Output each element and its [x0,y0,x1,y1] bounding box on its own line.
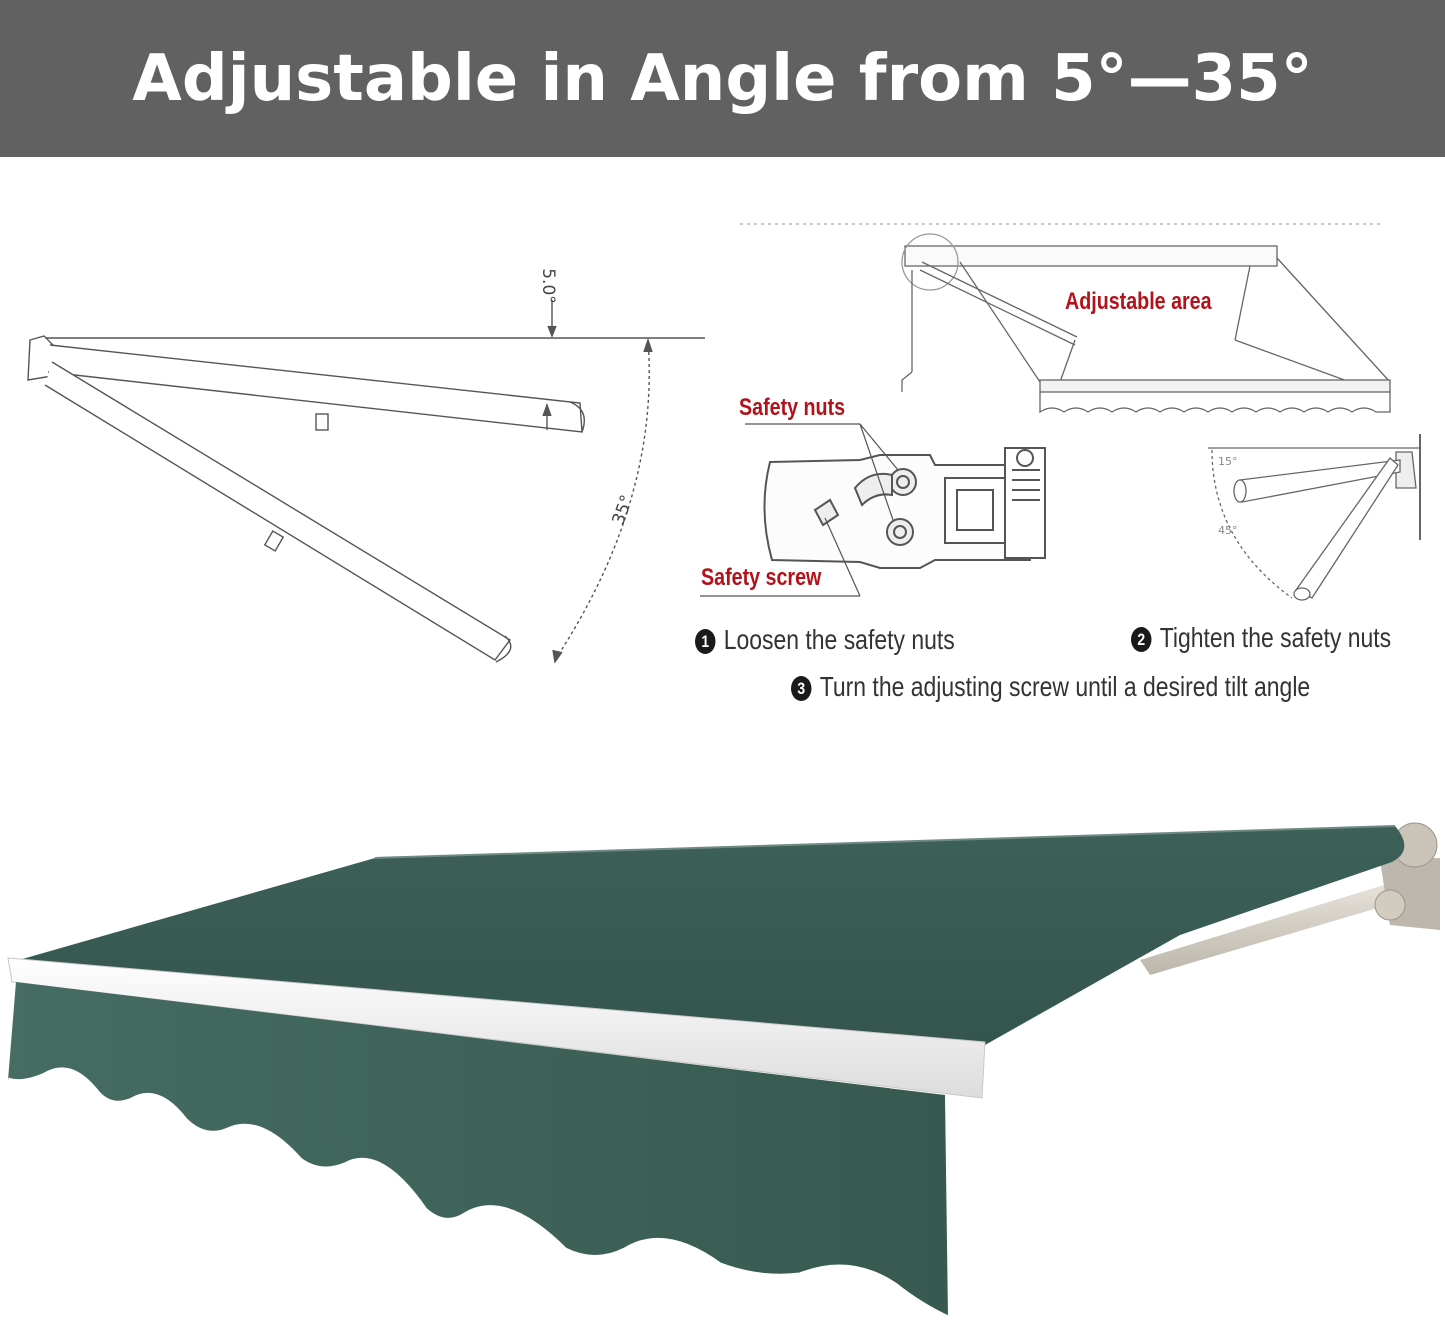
step-text: Turn the adjusting screw until a desired… [819,671,1311,702]
angle-diagram [27,300,705,664]
detail-angle-lower: 45° [1218,524,1238,537]
min-angle-label: 5.0° [537,268,558,304]
detail-angle-upper: 15° [1218,455,1238,468]
awning-photo [7,822,1440,1321]
safety-screw-label: Safety screw [701,564,822,591]
step-1: 1 Loosen the safety nuts [695,626,955,654]
step-number: 3 [791,676,812,701]
step-text: Loosen the safety nuts [723,624,955,655]
adjustable-area-label: Adjustable area [1065,288,1212,315]
step-number: 1 [695,629,716,654]
step-number: 2 [1131,627,1152,652]
bracket-closeup-drawing [700,423,1046,597]
safety-nuts-label: Safety nuts [739,394,846,421]
header-banner: Adjustable in Angle from 5°—35° [0,0,1445,157]
step-3: 3 Turn the adjusting screw until a desire… [791,673,1310,701]
awning-frame-drawing [740,223,1391,414]
angle-detail-drawing [1208,434,1421,601]
step-text: Tighten the safety nuts [1159,622,1392,653]
step-2: 2 Tighten the safety nuts [1131,624,1391,652]
page-title: Adjustable in Angle from 5°—35° [132,41,1313,116]
